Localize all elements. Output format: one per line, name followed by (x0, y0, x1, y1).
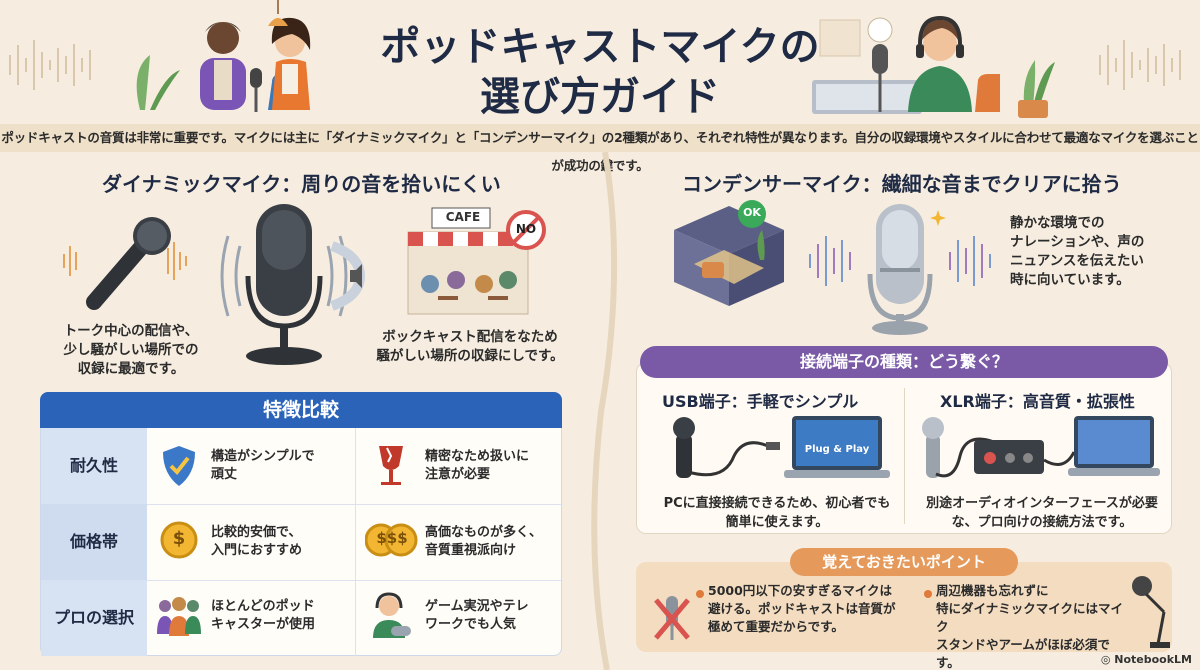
condenser-line: ニュアンスを伝えたい (1010, 253, 1144, 269)
row-label-durability: 耐久性 (41, 428, 147, 504)
plug-play-label: Plug & Play (804, 444, 870, 455)
comparison-table: 耐久性 構造がシンプルで 頑丈 精密なため扱いに 注意が必要 価格帯 $ 比較的… (40, 428, 563, 656)
point-left-line: 極めて重要だからです。 (708, 619, 844, 634)
handheld-mic-icon (63, 217, 187, 310)
pro-dynamic: ほとんどのポッド キャスターが使用 (211, 598, 361, 634)
price-dynamic: 比較的安価で、 入門におすすめ (211, 524, 361, 560)
point-left-line: 5000円以下の安すぎるマイクは (708, 583, 893, 598)
brand-logo: ◎ NotebookLM (1101, 653, 1192, 666)
cell-line: キャスターが使用 (211, 617, 316, 632)
xlr-line: 別途オーディオインターフェースが必要 (926, 496, 1158, 511)
dynamic-left-line: 収録に最適です。 (77, 361, 185, 377)
cafe-sign: CAFE (445, 210, 481, 224)
dynamic-heading: ダイナミックマイク：周りの音を拾いにくい (102, 172, 501, 196)
section-divider (591, 152, 618, 670)
dynamic-use-right: ボックキャスト配信をなため 騒がしい場所の収録にしです。 (372, 328, 568, 366)
page-title: ポッドキャストマイクの 選び方ガイド (330, 22, 870, 122)
comparison-title: 特徴比較 (40, 392, 562, 428)
cell-line: 入門におすすめ (211, 543, 303, 558)
ok-badge: OK (743, 206, 761, 219)
no-cheap-mic-icon (654, 596, 690, 640)
row-label-pro: プロの選択 (41, 580, 147, 656)
condenser-line: ナレーションや、声の (1010, 234, 1145, 250)
gamer-headset-icon (373, 592, 411, 638)
xlr-setup-illustration (922, 416, 1160, 478)
cell-line: 高価なものが多く、 (425, 525, 543, 540)
point-right-line: 周辺機器も忘れずに (936, 583, 1049, 598)
home-studio-illustration (812, 15, 1181, 118)
brand-icon: ◎ (1100, 653, 1115, 666)
points-heading: 覚えておきたいポイント (790, 548, 1018, 576)
mic-arm-icon (1132, 576, 1170, 648)
connector-divider (904, 388, 905, 524)
studio-mic-icon (220, 204, 366, 365)
cell-line: ゲーム実況やテレ (425, 599, 529, 614)
coin-icon (160, 521, 198, 559)
pro-condenser: ゲーム実況やテレ ワークでも人気 (425, 598, 561, 634)
brand-name: NotebookLM (1114, 653, 1192, 666)
condenser-line: 時に向いています。 (1010, 272, 1130, 288)
point-left: 5000円以下の安すぎるマイクは 避ける。ポッドキャストは音質が 極めて重要だか… (708, 582, 918, 636)
cell-line: 注意が必要 (425, 467, 491, 482)
cell-line: ほとんどのポッド (211, 599, 315, 614)
cell-line: 精密なため扱いに (425, 449, 530, 464)
usb-title: USB端子：手軽でシンプル (662, 392, 859, 411)
bullet-dot (924, 590, 932, 598)
quiet-room-illustration (674, 200, 784, 306)
point-right-line: 特にダイナミックマイクにはマイク (936, 601, 1124, 634)
shield-check-icon (163, 446, 195, 486)
points-panel (636, 562, 1172, 652)
condenser-use: 静かな環境での ナレーションや、声の ニュアンスを伝えたい 時に向いています。 (1010, 214, 1190, 290)
xlr-title: XLR端子：高音質・拡張性 (940, 392, 1135, 411)
condenser-mic-icon (809, 204, 991, 335)
usb-desc: PCに直接接続できるため、初心者でも 簡単に使えます。 (644, 494, 910, 532)
bullet-dot (696, 590, 704, 598)
dynamic-right-line: ボックキャスト配信をなため (382, 329, 558, 345)
usb-setup-illustration (673, 416, 890, 478)
xlr-line: な、プロ向けの接続方法です。 (951, 515, 1133, 530)
xlr-desc: 別途オーディオインターフェースが必要 な、プロ向けの接続方法です。 (914, 494, 1170, 532)
condenser-heading: コンデンサーマイク：繊細な音までクリアに拾う (682, 172, 1122, 196)
coins-icon (365, 523, 418, 557)
no-sign: NO (515, 222, 537, 236)
column-divider (355, 428, 356, 656)
title-line-1: ポッドキャストマイクの (380, 24, 820, 70)
group-people-icon (157, 597, 201, 636)
broken-glass-icon (379, 446, 403, 485)
dynamic-use-left: トーク中心の配信や、 少し騒がしい場所での 収録に最適です。 (56, 322, 206, 379)
point-right-line: スタンドやアームがほぼ必須です。 (936, 637, 1110, 670)
cell-line: 頑丈 (211, 467, 238, 482)
condenser-line: 静かな環境での (1010, 215, 1105, 231)
coins-symbol: $$$ (376, 529, 408, 547)
usb-line: 簡単に使えます。 (725, 515, 829, 530)
point-right: 周辺機器も忘れずに 特にダイナミックマイクにはマイク スタンドやアームがほぼ必須… (936, 582, 1132, 670)
usb-line: PCに直接接続できるため、初心者でも (663, 496, 891, 511)
durability-condenser: 精密なため扱いに 注意が必要 (425, 448, 561, 484)
cell-line: 構造がシンプルで (211, 449, 315, 464)
durability-dynamic: 構造がシンプルで 頑丈 (211, 448, 361, 484)
cell-line: 比較的安価で、 (211, 525, 302, 540)
connector-heading: 接続端子の種類：どう繋ぐ？ (640, 346, 1168, 378)
point-left-line: 避ける。ポッドキャストは音質が (708, 601, 896, 616)
price-condenser: 高価なものが多く、 音質重視派向け (425, 524, 561, 560)
title-line-2: 選び方ガイド (480, 74, 720, 120)
dynamic-left-line: トーク中心の配信や、 (63, 323, 199, 339)
intro-banner: ポッドキャストの音質は非常に重要です。マイクには主に「ダイナミックマイク」と「コ… (0, 124, 1200, 173)
row-label-price: 価格帯 (41, 504, 147, 580)
coin-symbol: $ (172, 528, 186, 549)
cell-line: ワークでも人気 (425, 617, 517, 632)
podcast-duo-illustration (9, 0, 311, 112)
dynamic-right-line: 騒がしい場所の収録にしです。 (376, 348, 564, 364)
cell-line: 音質重視派向け (425, 543, 517, 558)
cafe-illustration (407, 207, 546, 315)
dynamic-left-line: 少し騒がしい場所での (63, 342, 199, 358)
